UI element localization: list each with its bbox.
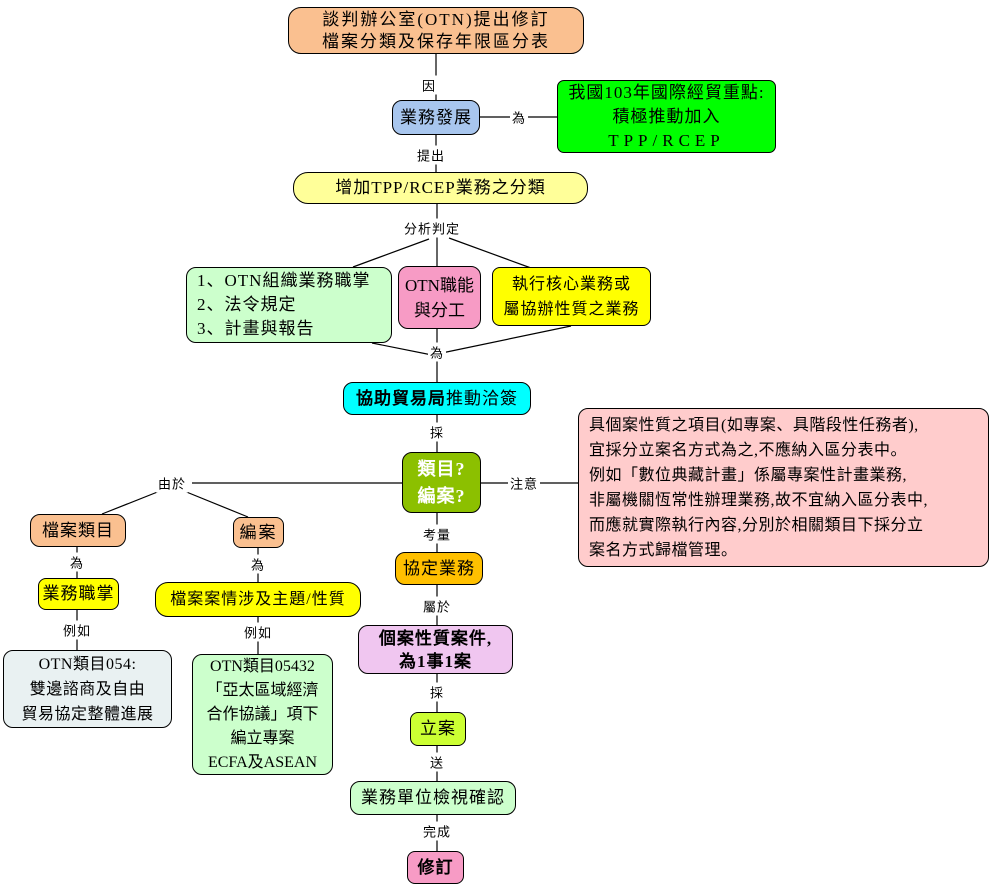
note-line5: 而應就實際執行內容,分別於相關類目下採分立 <box>589 516 924 534</box>
node-otn-function-line2: 與分工 <box>414 300 465 320</box>
node-otn-function-line1: OTN職能 <box>405 275 474 295</box>
edge-label-complete: 完成 <box>420 821 454 841</box>
edge-label-cause: 因 <box>419 75 439 95</box>
note-line6: 案名方式歸檔管理。 <box>589 541 738 559</box>
connector <box>183 490 249 518</box>
note-line4: 非屬機關恆常性辦理業務,故不宜納入區分表中, <box>589 491 929 509</box>
node-proposal-line2: 檔案分類及保存年限區分表 <box>322 31 550 51</box>
edge-label-because: 由於 <box>155 473 189 493</box>
node-otn-duties-line2: 2、法令規定 <box>197 295 297 314</box>
node-example-category-054: OTN類目054: 雙邊諮商及自由 貿易協定整體進展 <box>3 650 172 728</box>
connector <box>352 238 430 268</box>
edge-label-example-2: 例如 <box>241 622 275 642</box>
edge-label-is-4: 為 <box>248 554 268 574</box>
example-05432-line2: 「亞太區域經濟 <box>206 681 319 699</box>
edge-label-example-1: 例如 <box>60 620 94 640</box>
edge-label-propose: 提出 <box>414 145 448 165</box>
example-05432-line4: 編立專案 <box>230 729 295 747</box>
node-add-category: 增加TPP/RCEP業務之分類 <box>293 172 588 204</box>
note-line2: 宜採分立案名方式為之,不應納入區分表中。 <box>589 441 908 459</box>
example-054-line3: 貿易協定整體進展 <box>21 705 154 723</box>
node-agreement-business: 協定業務 <box>395 552 483 585</box>
node-filing: 編案 <box>233 517 284 548</box>
node-case-nature: 個案性質案件, 為1事1案 <box>358 625 513 674</box>
node-assist-trade-bureau: 協助貿易局推動洽簽 <box>343 382 531 415</box>
node-assist-rest-text: 推動洽簽 <box>446 388 518 408</box>
edge-label-adopt-1: 採 <box>427 422 447 442</box>
node-trade-focus: 我國103年國際經貿重點: 積極推動加入 TPP/RCEP <box>557 80 776 153</box>
node-trade-focus-line2: 積極推動加入 <box>612 106 721 126</box>
node-case-nature-line1: 個案性質案件, <box>378 628 493 648</box>
node-question-line2: 編案? <box>417 485 466 506</box>
node-unit-review: 業務單位檢視確認 <box>350 781 516 815</box>
node-proposal-line1: 談判辦公室(OTN)提出修訂 <box>322 9 550 29</box>
node-otn-duties: 1、OTN組織業務職掌 2、法令規定 3、計畫與報告 <box>186 267 392 343</box>
connector <box>101 490 161 515</box>
node-attention-note: 具個案性質之項目(如專案、具階段性任務者), 宜採分立案名方式為之,不應納入區分… <box>578 408 989 567</box>
note-line3: 例如「數位典藏計畫」係屬專案性計畫業務, <box>589 466 908 484</box>
edge-label-is-3: 為 <box>67 552 87 572</box>
node-otn-duties-line1: 1、OTN組織業務職掌 <box>197 271 371 290</box>
example-05432-line5: ECFA及ASEAN <box>207 753 318 771</box>
connector <box>436 325 572 355</box>
edge-label-belongs-to: 屬於 <box>420 596 454 616</box>
node-business-duty: 業務職掌 <box>38 578 119 610</box>
edge-label-analyze: 分析判定 <box>401 218 463 238</box>
example-05432-line1: OTN類目05432 <box>210 657 315 675</box>
node-core-business: 執行核心業務或 屬協辦性質之業務 <box>492 267 651 326</box>
edge-label-attention: 注意 <box>507 473 541 493</box>
node-business-development: 業務發展 <box>392 100 480 135</box>
node-otn-duties-line3: 3、計畫與報告 <box>197 319 315 338</box>
node-revise: 修訂 <box>407 851 464 884</box>
node-register-case: 立案 <box>410 712 466 746</box>
example-05432-line3: 合作協議」項下 <box>206 705 319 723</box>
node-core-business-line2: 屬協辦性質之業務 <box>503 300 640 318</box>
edge-label-is-2: 為 <box>427 342 447 362</box>
node-example-category-05432: OTN類目05432 「亞太區域經濟 合作協議」項下 編立專案 ECFA及ASE… <box>192 654 333 775</box>
edge-label-adopt-2: 採 <box>427 682 447 702</box>
node-question-line1: 類目? <box>417 458 466 479</box>
edge-label-consider: 考量 <box>420 524 454 544</box>
node-core-business-line1: 執行核心業務或 <box>511 275 631 293</box>
node-proposal: 談判辦公室(OTN)提出修訂 檔案分類及保存年限區分表 <box>288 7 584 54</box>
node-assist-bold-text: 協助貿易局 <box>356 388 446 408</box>
example-054-line1: OTN類目054: <box>38 655 137 673</box>
example-054-line2: 雙邊諮商及自由 <box>29 680 146 698</box>
edge-label-is-1: 為 <box>509 107 529 127</box>
node-category-or-filing-question: 類目? 編案? <box>402 452 481 513</box>
connector <box>371 342 438 357</box>
node-file-category: 檔案類目 <box>30 514 126 547</box>
node-otn-function: OTN職能 與分工 <box>398 266 481 329</box>
node-trade-focus-line1: 我國103年國際經貿重點: <box>568 82 765 102</box>
node-case-nature-line2: 為1事1案 <box>399 651 472 671</box>
connector <box>448 237 532 269</box>
node-trade-focus-line3: TPP/RCEP <box>608 130 725 150</box>
edge-label-send: 送 <box>427 752 447 772</box>
note-line1: 具個案性質之項目(如專案、具階段性任務者), <box>589 416 919 434</box>
node-case-subject: 檔案案情涉及主題/性質 <box>155 582 361 617</box>
